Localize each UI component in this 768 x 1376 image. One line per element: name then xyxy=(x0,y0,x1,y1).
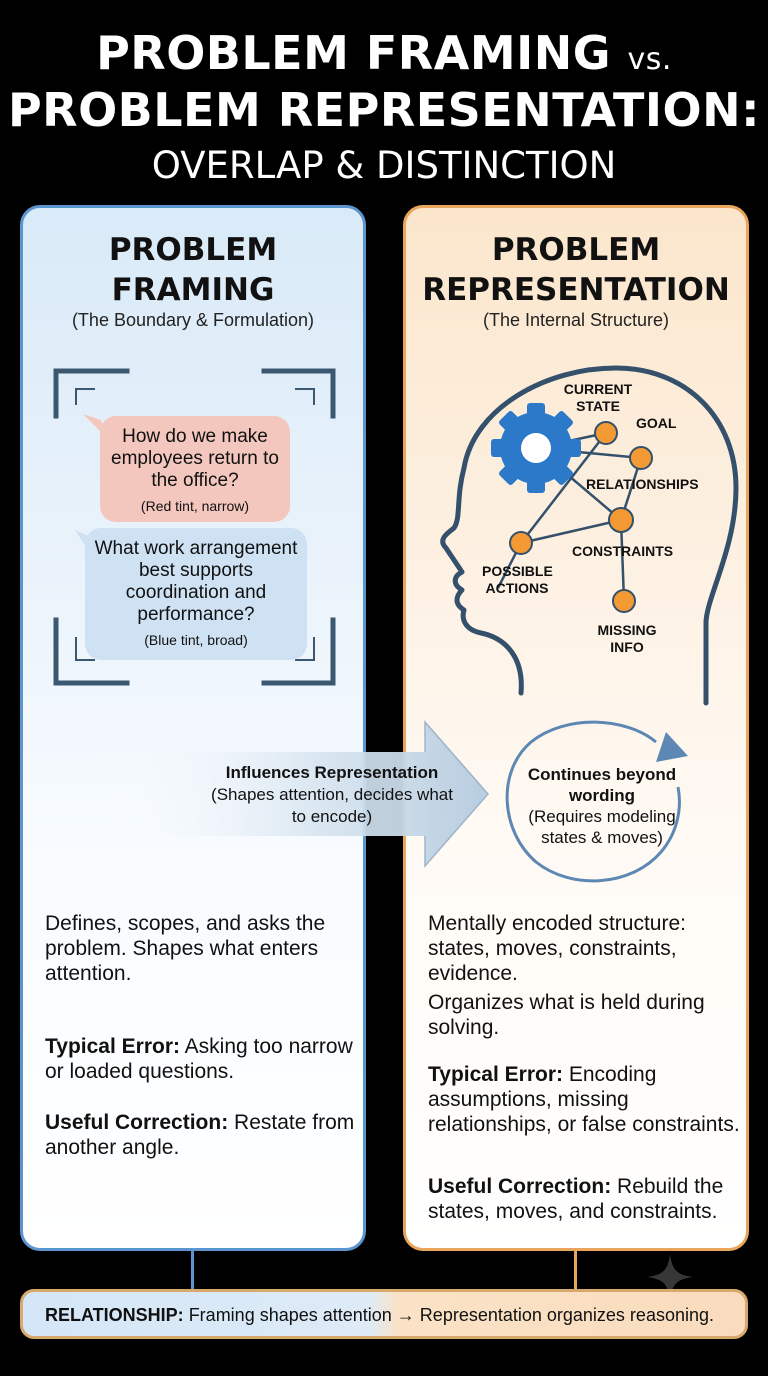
framing-typical-error: Typical Error: Asking too narrow or load… xyxy=(45,1034,355,1084)
node-relationships: RELATIONSHIPS xyxy=(586,476,699,492)
relationship-bar: RELATIONSHIP: Framing shapes attention →… xyxy=(20,1289,748,1339)
framing-useful-correction: Useful Correction: Restate from another … xyxy=(45,1110,355,1160)
narrow-question-bubble: How do we make employees return to the o… xyxy=(100,416,290,522)
cycle-main: Continues beyond wording xyxy=(527,765,677,805)
narrow-question-note: (Red tint, narrow) xyxy=(140,498,250,514)
representation-subtitle: (The Internal Structure) xyxy=(482,310,670,330)
sparkle-icon xyxy=(647,1254,693,1300)
framing-error-text: Asking too narrow or loaded questions. xyxy=(45,1035,353,1083)
representation-panel: PROBLEM REPRESENTATION (The Internal Str… xyxy=(403,205,749,1251)
right-connector xyxy=(574,1251,577,1289)
framing-correction-text: Restate from another angle. xyxy=(45,1111,355,1159)
gear-icon xyxy=(491,403,581,493)
title-line-2: PROBLEM REPRESENTATION: xyxy=(7,83,761,137)
influence-arrow-label: Influences Representation (Shapes attent… xyxy=(204,762,460,828)
representation-error-label: Typical Error: xyxy=(428,1063,563,1086)
influence-arrow-detail: (Shapes attention, decides what to encod… xyxy=(211,785,453,826)
node-missing-info: MISSING INFO xyxy=(597,622,657,655)
relationship-statement: Framing shapes attention → Representatio… xyxy=(188,1305,714,1325)
title-vs: vs. xyxy=(627,42,672,77)
framing-title-line2: FRAMING xyxy=(111,272,275,308)
representation-description: Mentally encoded structure: states, move… xyxy=(428,912,686,985)
representation-error-text: Encoding assumptions, missing relationsh… xyxy=(428,1063,740,1136)
node-possible-actions: POSSIBLE ACTIONS xyxy=(482,563,553,596)
broad-question-bubble: What work arrangement best supports coor… xyxy=(85,528,307,660)
representation-correction-text: Rebuild the states, moves, and constrain… xyxy=(428,1175,724,1223)
representation-title-line2: REPRESENTATION xyxy=(422,272,730,308)
cycle-detail: (Requires modeling states & moves) xyxy=(528,807,676,847)
node-current-state: CURRENT STATE xyxy=(563,381,633,414)
framing-title-line1: PROBLEM xyxy=(108,232,278,268)
representation-title-line1: PROBLEM xyxy=(491,232,661,268)
representation-description-2: Organizes what is held during solving. xyxy=(428,991,705,1039)
framing-subtitle: (The Boundary & Formulation) xyxy=(71,310,315,330)
title-line-1: PROBLEM FRAMING vs. xyxy=(0,28,768,85)
influence-arrow-main: Influences Representation xyxy=(225,763,439,782)
title-subtitle: OVERLAP & DISTINCTION xyxy=(151,144,617,187)
relationship-label: RELATIONSHIP: xyxy=(45,1305,184,1325)
framing-error-label: Typical Error: xyxy=(45,1035,180,1058)
representation-useful-correction: Useful Correction: Rebuild the states, m… xyxy=(428,1174,746,1224)
title-framing: PROBLEM FRAMING xyxy=(96,26,611,80)
cycle-label: Continues beyond wording (Requires model… xyxy=(514,764,690,848)
representation-title: PROBLEM REPRESENTATION xyxy=(406,230,746,310)
framing-panel: PROBLEM FRAMING (The Boundary & Formulat… xyxy=(20,205,366,1251)
node-constraints: CONSTRAINTS xyxy=(572,543,674,559)
representation-correction-label: Useful Correction: xyxy=(428,1175,612,1198)
framing-description: Defines, scopes, and asks the problem. S… xyxy=(45,912,326,985)
narrow-question-text: How do we make employees return to the o… xyxy=(111,426,279,491)
left-connector xyxy=(191,1251,194,1289)
framing-correction-label: Useful Correction: xyxy=(45,1111,229,1134)
representation-typical-error: Typical Error: Encoding assumptions, mis… xyxy=(428,1062,746,1137)
broad-question-note: (Blue tint, broad) xyxy=(144,632,248,648)
right-arrow-icon xyxy=(90,720,489,868)
cycle-arrow-icon xyxy=(505,720,688,883)
framing-title: PROBLEM FRAMING xyxy=(23,230,363,310)
broad-question-text: What work arrangement best supports coor… xyxy=(94,538,298,625)
head-profile-icon xyxy=(440,365,739,706)
node-goal: GOAL xyxy=(636,415,677,431)
corner-bracket-frame-icon xyxy=(53,368,336,686)
relationship-text: RELATIONSHIP: Framing shapes attention →… xyxy=(45,1305,714,1326)
page-title: PROBLEM FRAMING vs. PROBLEM REPRESENTATI… xyxy=(0,28,768,189)
